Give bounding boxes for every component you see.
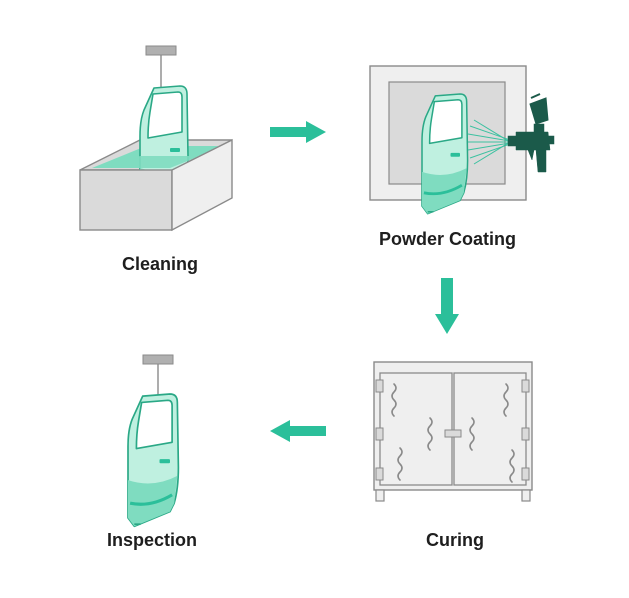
step-label-inspection: Inspection — [106, 530, 197, 550]
inspection-illustration — [126, 354, 180, 528]
powder-coating-illustration — [369, 65, 555, 216]
step-label-cleaning: Cleaning — [121, 254, 198, 274]
arrow-down — [435, 278, 459, 334]
spray-gun-icon — [507, 93, 555, 173]
arrow-left — [270, 420, 326, 442]
step-label-curing: Curing — [426, 530, 484, 550]
curing-oven-illustration — [373, 361, 533, 502]
cleaning-illustration — [79, 45, 233, 232]
arrow-right — [270, 121, 326, 143]
step-label-powder-coating: Powder Coating — [378, 229, 516, 249]
